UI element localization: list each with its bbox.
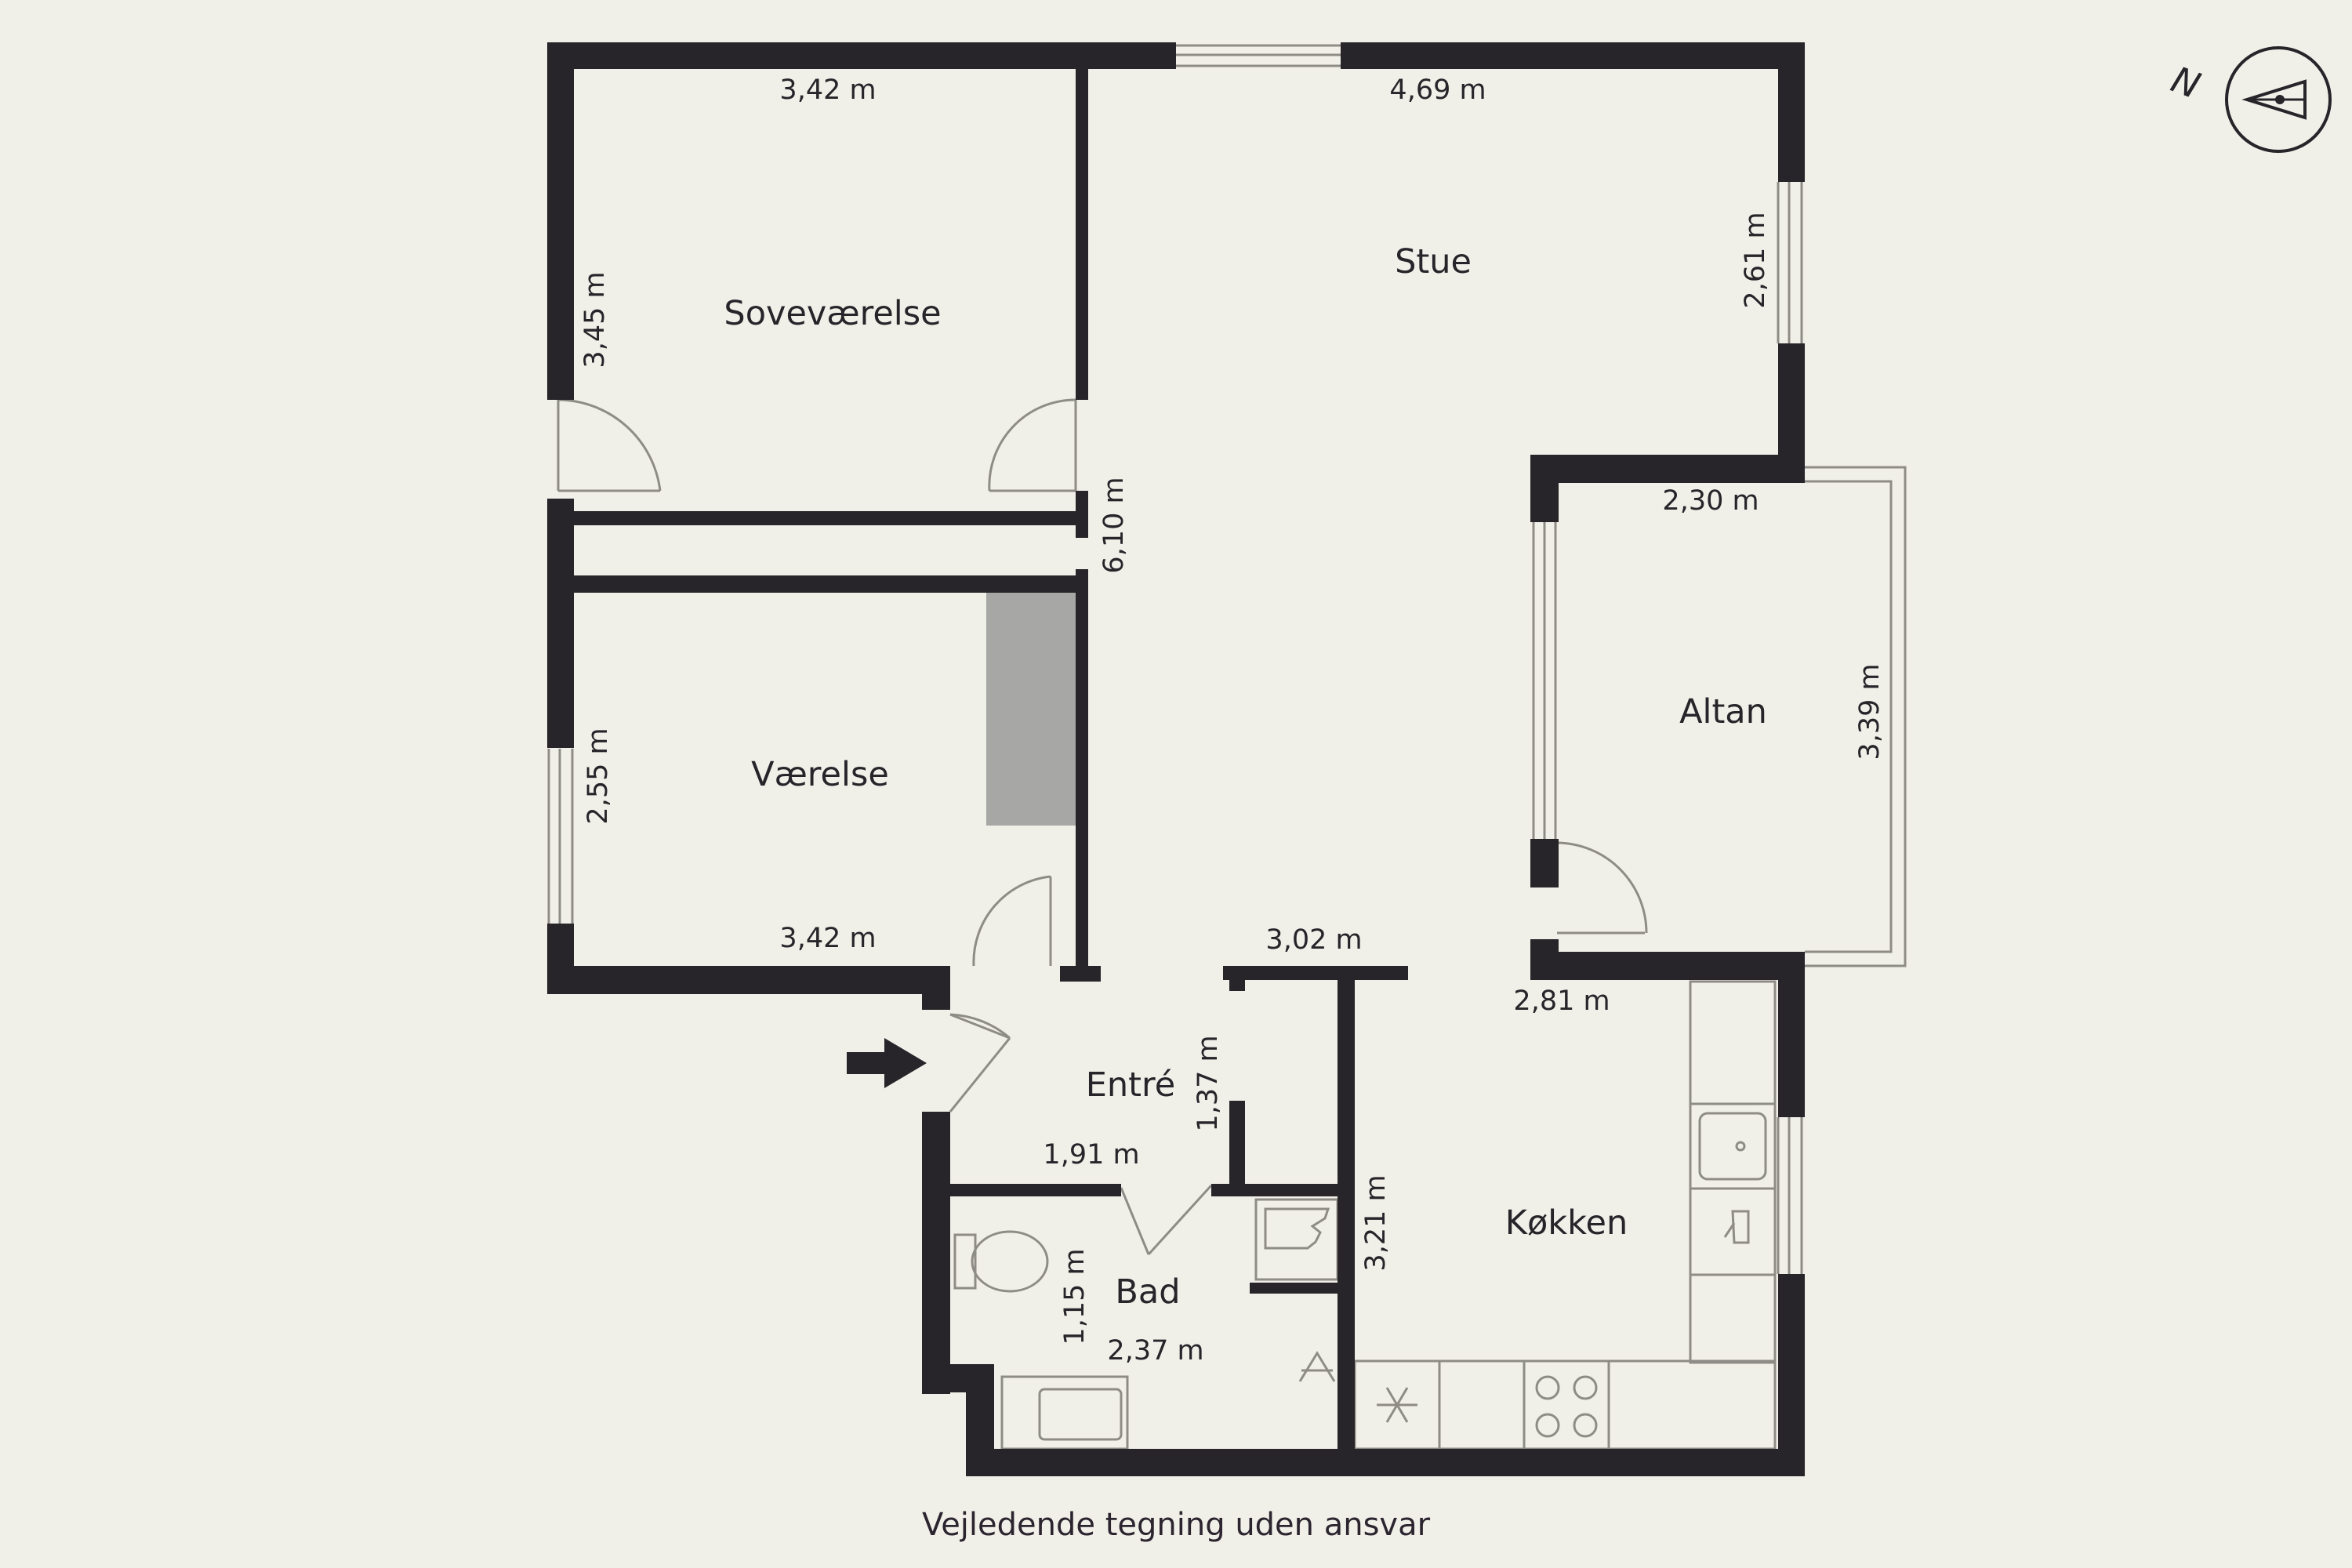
walls [547,42,1805,1476]
stove-icon [1535,1375,1598,1438]
freezer-icon [1377,1387,1417,1423]
wardrobe [986,592,1076,826]
room-label-sovevaerelse: Soveværelse [724,294,941,333]
dim-entre-height: 1,37 m [1192,1035,1224,1131]
dim-sove-height: 3,45 m [579,271,611,368]
doors [557,398,1648,1256]
dim-entre-width: 1,91 m [1043,1139,1139,1171]
dim-bad-width: 2,37 m [1107,1335,1203,1367]
room-label-entre: Entré [1086,1065,1175,1105]
dim-stue-height: 6,10 m [1098,477,1130,573]
bathtub-icon [1000,1375,1129,1450]
dim-kok-width: 2,81 m [1513,985,1610,1017]
dim-kok-height: 3,21 m [1360,1174,1392,1271]
dim-stue-bottom: 3,02 m [1265,924,1362,956]
room-label-kokken: Køkken [1505,1203,1628,1243]
kitchen-counter-right [1689,980,1777,1364]
kitchen-counter-bottom [1353,1359,1777,1450]
washer-icon [1254,1198,1339,1281]
room-label-stue: Stue [1395,242,1472,281]
toilet-icon [953,1230,1049,1293]
dim-vaer-width: 3,42 m [779,923,876,954]
windows [547,44,1907,1274]
room-labels: Soveværelse Stue Værelse Altan Entré Køk… [724,242,1767,1312]
drain-icon [1298,1351,1336,1382]
tap-icon [1723,1210,1750,1244]
entrance-arrow-icon [847,1038,927,1088]
dim-altan-height: 3,39 m [1854,663,1886,760]
compass-north-label: N [2166,58,2206,107]
dim-altan-width: 2,30 m [1662,485,1759,517]
dim-stue-width: 4,69 m [1389,74,1486,106]
dim-sove-width: 3,42 m [779,74,876,106]
room-label-vaerelse: Værelse [751,755,889,794]
disclaimer-caption: Vejledende tegning uden ansvar [922,1507,1431,1543]
sink-icon [1698,1112,1767,1181]
dim-stue-window: 2,61 m [1740,212,1771,308]
dimension-labels: 3,42 m 3,45 m 4,69 m 2,61 m 6,10 m 2,30 … [579,74,1886,1367]
room-label-bad: Bad [1115,1272,1180,1312]
dim-vaer-height: 2,55 m [583,728,614,824]
room-label-altan: Altan [1679,692,1767,731]
compass-icon [2225,46,2332,153]
dim-bad-height: 1,15 m [1059,1248,1091,1345]
